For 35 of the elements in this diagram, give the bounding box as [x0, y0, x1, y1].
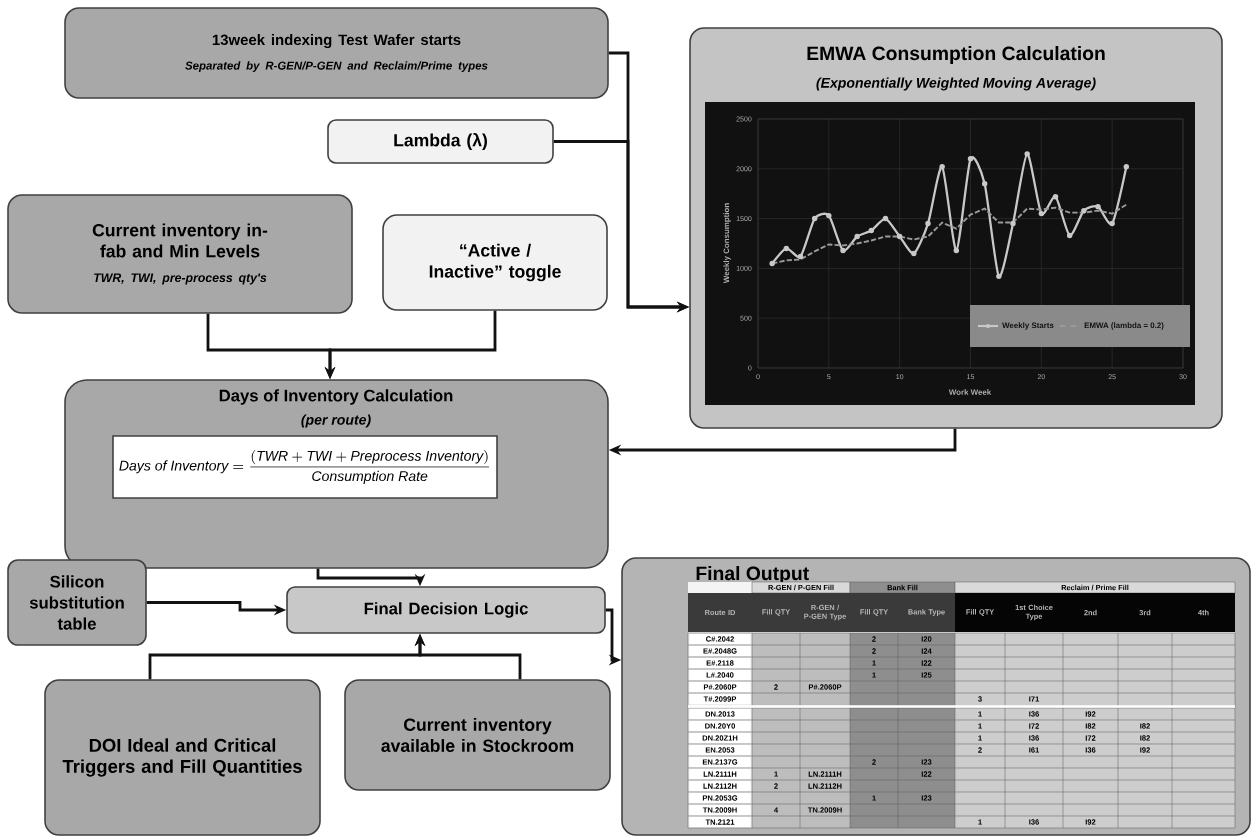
process-box: Final Decision Logic: [286, 586, 606, 634]
point: [1123, 164, 1130, 170]
point: [1038, 210, 1045, 217]
point: [1024, 151, 1030, 157]
input-box: Lambda (λ): [327, 119, 554, 164]
point: [868, 227, 875, 234]
process-box: Current inventory in-fab and Min Levels TWR, TWI, pre-process qty's: [7, 194, 353, 314]
point: [1109, 220, 1115, 227]
point: [967, 156, 974, 162]
point: [1010, 220, 1016, 227]
point: [996, 273, 1002, 280]
point: [769, 260, 775, 267]
point: [783, 245, 790, 252]
input-box: “Active / Inactive” toggle: [382, 214, 608, 311]
point: [911, 250, 917, 257]
point: [896, 233, 903, 240]
point: [797, 253, 804, 260]
point: [882, 215, 889, 222]
point: [981, 181, 988, 187]
point: [939, 164, 945, 170]
process-box: Silicon substitution table: [7, 559, 147, 646]
point: [854, 233, 860, 240]
process-box: DOI Ideal and Critical Triggers and Fill Quantities: [44, 679, 321, 836]
point: [1066, 232, 1073, 239]
process-box: Current inventory available in Stockroom: [344, 679, 611, 791]
point: [953, 247, 960, 254]
point: [1081, 207, 1087, 214]
point: [1095, 203, 1101, 210]
point: [826, 212, 832, 219]
point: [1052, 193, 1059, 200]
process-box: 13week indexing Test Wafer starts Separated by R-GEN/P-GEN and Reclaim/Prime types: [64, 7, 609, 99]
formula-box: $\mathit{Days\ of\ Inventory} = \frac{\mathit{(TWR + TWI + Preprocess\ Inventory)}}{\mathit{Consumption\ Rate}}$: [112, 435, 498, 499]
point: [840, 247, 846, 254]
point: [811, 215, 818, 222]
point: [925, 220, 931, 227]
